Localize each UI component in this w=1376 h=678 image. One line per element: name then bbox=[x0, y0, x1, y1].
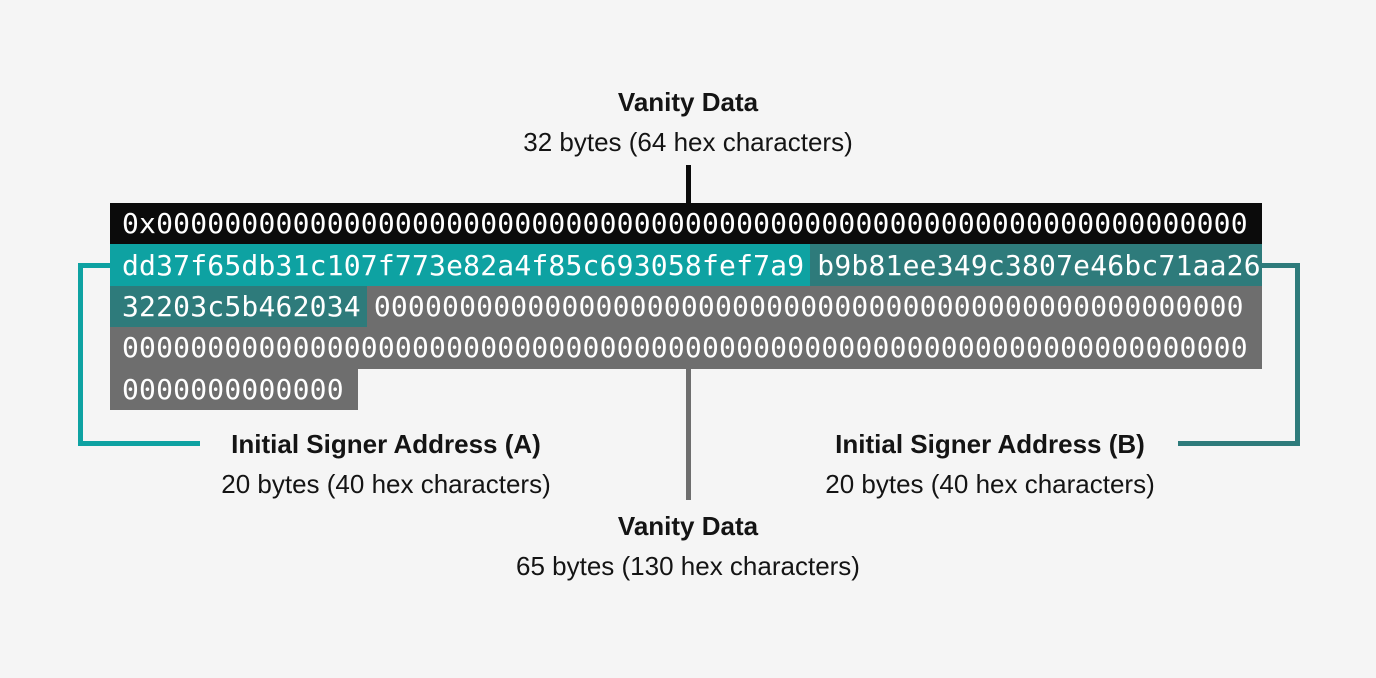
signer-a-segment: dd37f65db31c107f773e82a4f85c693058fef7a9 bbox=[110, 244, 811, 286]
signer-a-bracket-stub bbox=[78, 263, 110, 268]
vanity-data-top-subtitle: 32 bytes (64 hex characters) bbox=[523, 127, 853, 157]
hex-row-signer-b-tail: 32203c5b462034 0000000000000000000000000… bbox=[110, 285, 1262, 328]
hex-row-prefix: 0x00000000000000000000000000000000000000… bbox=[110, 203, 1262, 245]
signer-b-subtitle: 20 bytes (40 hex characters) bbox=[825, 469, 1155, 499]
signer-a-hex-text: dd37f65db31c107f773e82a4f85c693058fef7a9 bbox=[122, 248, 805, 282]
signer-b-segment-part2: 32203c5b462034 bbox=[110, 285, 367, 328]
signer-a-title: Initial Signer Address (A) bbox=[231, 429, 541, 459]
top-connector-line bbox=[686, 165, 691, 203]
vanity-data-bottom-subtitle: 65 bytes (130 hex characters) bbox=[516, 551, 860, 581]
hex-row3-zeros-text: 0000000000000000000000000000000000000000… bbox=[373, 289, 1244, 323]
signer-b-label: Initial Signer Address (B) 20 bytes (40 … bbox=[790, 424, 1190, 504]
vanity-data-top-label: Vanity Data 32 bytes (64 hex characters) bbox=[0, 82, 1376, 162]
hex-row1-text: 0x00000000000000000000000000000000000000… bbox=[122, 207, 1248, 241]
signer-b-bracket-foot bbox=[1178, 441, 1300, 446]
hex-row5-zeros-text: 0000000000000 bbox=[122, 372, 344, 406]
vanity-zeros-segment-2: 0000000000000000000000000000000000000000… bbox=[110, 327, 1262, 369]
signer-b-bracket-stub bbox=[1262, 263, 1300, 268]
vanity-data-bottom-title: Vanity Data bbox=[617, 511, 759, 541]
prefix-zeros-segment: 0x00000000000000000000000000000000000000… bbox=[110, 203, 1262, 245]
hex-row-zeros-full: 0000000000000000000000000000000000000000… bbox=[110, 327, 1262, 369]
signer-b-segment-part1: b9b81ee349c3807e46bc71aa26 bbox=[810, 244, 1262, 286]
signer-a-subtitle: 20 bytes (40 hex characters) bbox=[221, 469, 551, 499]
vanity-data-top-title: Vanity Data bbox=[617, 87, 759, 117]
vanity-zeros-segment-3: 0000000000000 bbox=[110, 368, 358, 410]
signer-b-hex-text-part1: b9b81ee349c3807e46bc71aa26 bbox=[817, 248, 1261, 282]
hex-row-signers: dd37f65db31c107f773e82a4f85c693058fef7a9… bbox=[110, 244, 1262, 286]
signer-b-hex-text-part2: 32203c5b462034 bbox=[122, 289, 361, 323]
signer-a-label: Initial Signer Address (A) 20 bytes (40 … bbox=[186, 424, 586, 504]
hex-row4-zeros-text: 0000000000000000000000000000000000000000… bbox=[122, 331, 1248, 365]
center-connector-line bbox=[686, 366, 691, 500]
signer-a-bracket-vertical bbox=[78, 263, 83, 446]
signer-b-title: Initial Signer Address (B) bbox=[835, 429, 1145, 459]
signer-a-bracket-foot bbox=[78, 441, 200, 446]
hex-row-zeros-tail: 0000000000000 bbox=[110, 368, 1262, 410]
signer-b-bracket-vertical bbox=[1295, 263, 1300, 446]
vanity-zeros-segment-1: 0000000000000000000000000000000000000000… bbox=[366, 285, 1262, 328]
hex-bars: 0x00000000000000000000000000000000000000… bbox=[110, 203, 1262, 410]
vanity-data-bottom-label: Vanity Data 65 bytes (130 hex characters… bbox=[0, 506, 1376, 586]
